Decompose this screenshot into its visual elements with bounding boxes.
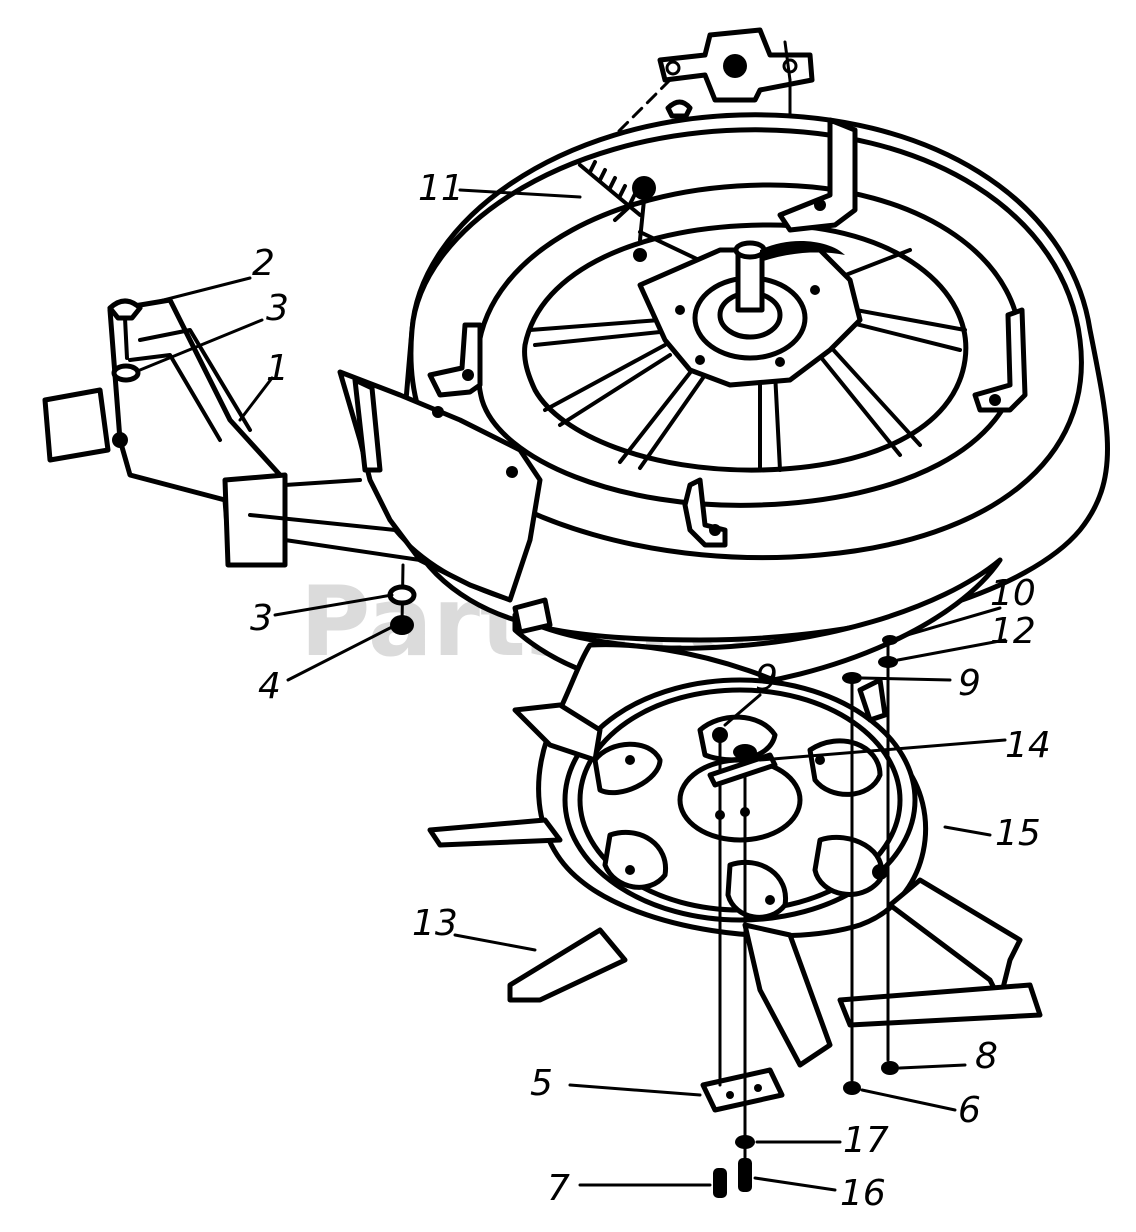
part-16-bolt xyxy=(738,1158,752,1192)
part-2-bolt xyxy=(107,298,143,360)
callout-3-top: 3 xyxy=(266,288,289,329)
callout-10: 10 xyxy=(990,573,1036,614)
part-15-blade-adapter xyxy=(536,642,929,939)
part-11-spring xyxy=(578,160,656,262)
callout-4: 4 xyxy=(258,666,281,707)
part-13-blades xyxy=(427,677,1043,1068)
part-12-washer xyxy=(878,656,898,668)
part-9-washer-right xyxy=(842,672,862,684)
callout-3-bottom: 3 xyxy=(250,598,273,639)
part-1-deflector xyxy=(42,297,422,568)
callout-7: 7 xyxy=(547,1168,570,1209)
callout-5: 5 xyxy=(530,1063,553,1104)
callout-9-left: 9 xyxy=(755,658,778,699)
deck-housing xyxy=(395,112,1110,693)
part-17-washer xyxy=(735,1135,755,1149)
callout-16: 16 xyxy=(840,1173,886,1214)
leader-lines xyxy=(138,188,1007,1192)
callout-6: 6 xyxy=(958,1090,981,1131)
callout-17: 17 xyxy=(843,1120,889,1161)
callout-13: 13 xyxy=(412,903,458,944)
part-14-key xyxy=(707,744,778,788)
callout-8: 8 xyxy=(975,1036,998,1077)
part-5-bracket xyxy=(700,1067,785,1113)
part-3-washer-top xyxy=(111,363,141,383)
callout-11: 11 xyxy=(418,168,464,209)
callout-2: 2 xyxy=(252,243,275,284)
part-7-bolt xyxy=(713,1168,727,1198)
callout-12: 12 xyxy=(990,611,1036,652)
callout-1: 1 xyxy=(266,348,289,389)
part-6-bolt xyxy=(843,1081,861,1095)
callout-9-right: 9 xyxy=(958,663,981,704)
part-4-nut xyxy=(390,615,414,635)
discharge-chute xyxy=(337,369,553,635)
part-10-nut xyxy=(882,635,898,645)
callout-15: 15 xyxy=(995,813,1041,854)
callout-14: 14 xyxy=(1005,725,1051,766)
part-8-bolt xyxy=(881,1061,899,1075)
part-3-washer-bottom xyxy=(387,584,417,606)
